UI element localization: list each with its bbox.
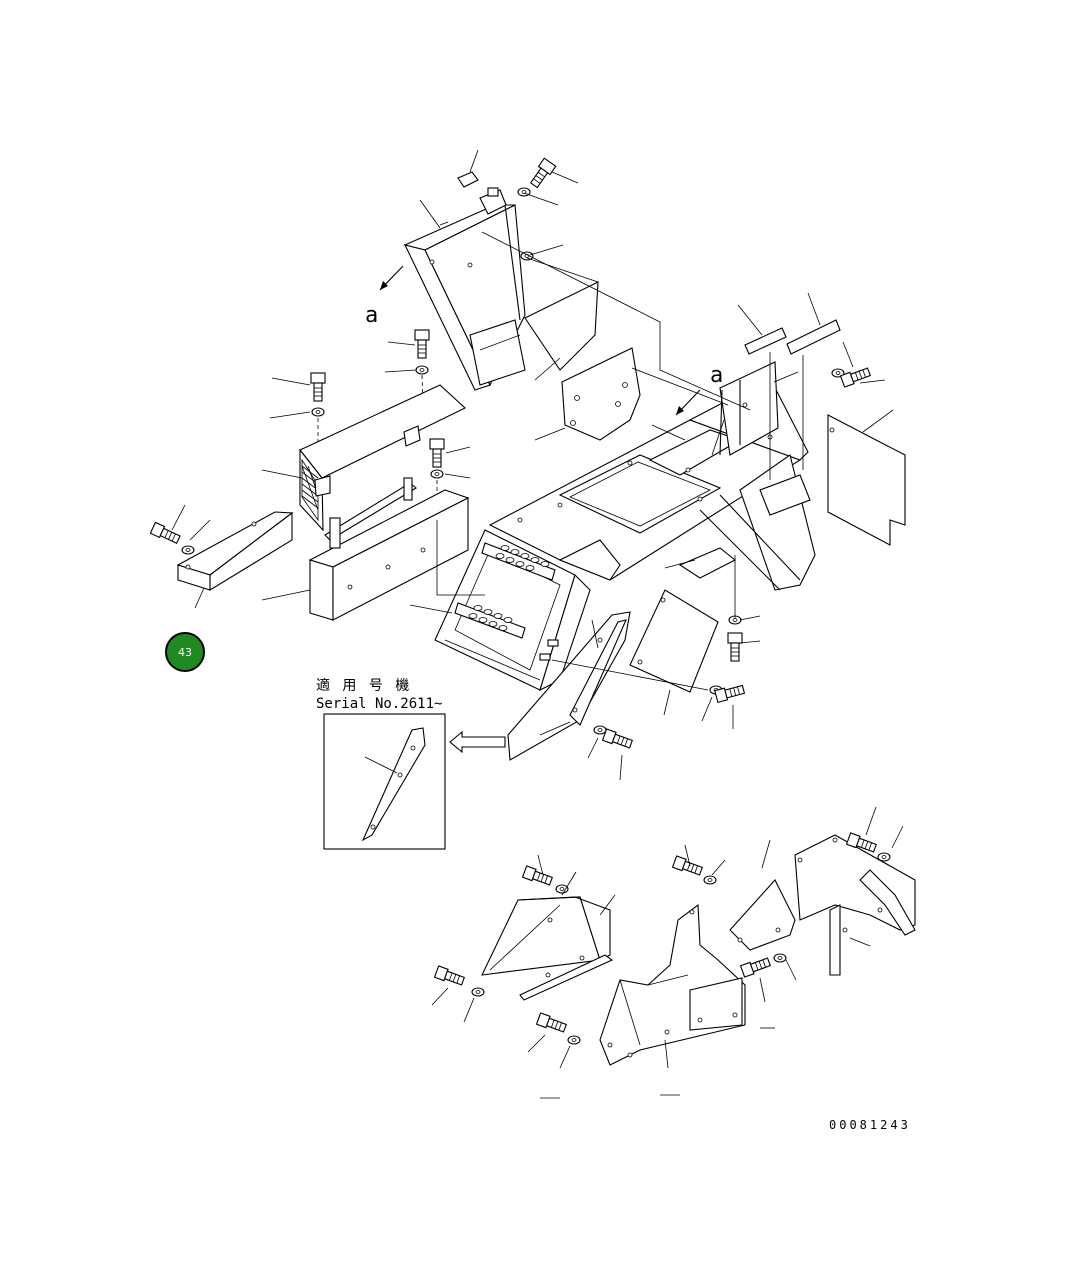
inset-strip [361,727,426,842]
frame-bracket [678,547,737,579]
lower-right-box-cover [794,834,916,976]
inclined-plate [524,281,599,371]
left-upper-cover [299,384,466,532]
page-badge-number: 43 [178,646,192,659]
serial-inset: 適 用 号 機 Serial No.2611~ [316,677,446,850]
lower-right-plate-a [729,879,796,951]
bar-right [786,319,841,355]
upper-assembly: a a [149,149,906,781]
upper-vertical-cover [403,204,526,391]
inset-note-serial-number: Serial No.2611~ [316,696,442,712]
inset-arrow [449,730,506,754]
rear-side-plate [561,347,641,441]
step-unit [434,529,591,692]
view-arrow-right [675,389,701,416]
view-marker-a-left: a [365,303,378,328]
diagonal-strip [507,611,631,761]
lower-leader-lines [431,806,904,1099]
page-badge: 43 [165,632,205,672]
view-arrow-left [379,265,404,291]
left-long-panel [308,477,470,621]
leader-lines [171,149,894,781]
step-holes-lower [468,605,513,631]
inset-frame [323,713,446,850]
lower-assembly [431,806,916,1099]
drawing-number: 00081243 [829,1118,911,1132]
main-frame [488,361,816,591]
view-marker-a-right: a [710,363,723,388]
left-step-plate [176,511,294,591]
lower-mid-bracket [599,903,746,1066]
bar-left [744,327,787,355]
lower-left-cover [481,896,614,1001]
guide-lines [436,231,804,691]
step-holes-upper [495,545,550,571]
lower-right-plate [629,589,719,693]
top-bracket [457,171,507,215]
right-side-plate [827,414,906,546]
inset-note-applicable-serial: 適 用 号 機 [316,677,411,694]
